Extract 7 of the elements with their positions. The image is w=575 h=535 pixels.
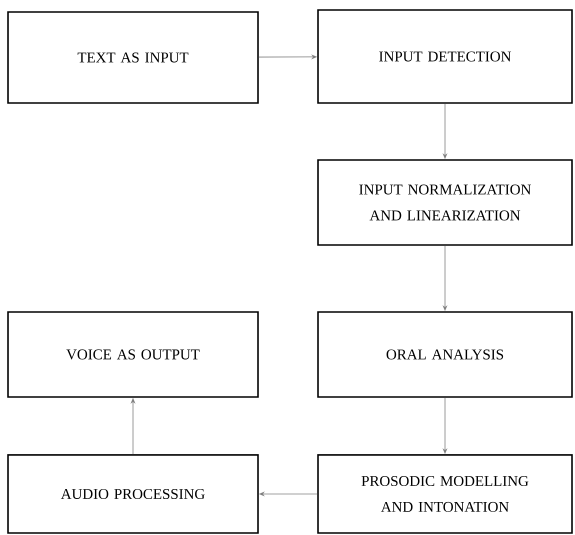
process-box: PROSODIC MODELLING AND INTONATION [317, 454, 573, 534]
process-box: INPUT NORMALIZATION AND LINEARIZATION [317, 159, 573, 246]
process-box: TEXT AS INPUT [7, 11, 259, 104]
process-box: ORAL ANALYSIS [317, 311, 573, 398]
process-box: INPUT DETECTION [317, 9, 573, 104]
process-box: VOICE AS OUTPUT [7, 311, 259, 398]
process-box: AUDIO PROCESSING [7, 454, 259, 534]
